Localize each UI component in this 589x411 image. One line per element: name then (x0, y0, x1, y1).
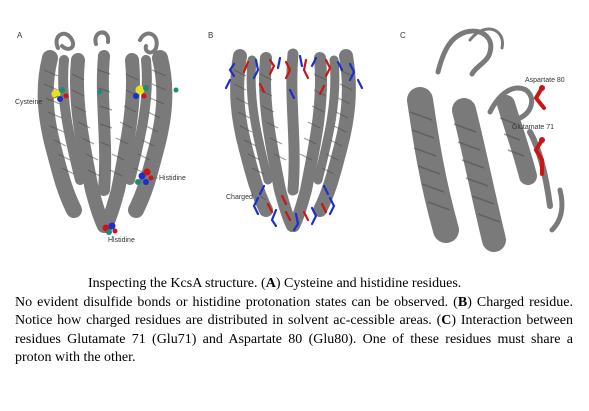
kcsa-glu71-asp80-closeup: Aspartate 80 Glutamate 71 (407, 27, 565, 252)
caption-first-line: Inspecting the KcsA structure. (A) Cyste… (88, 276, 462, 291)
histidine-label-bottom: Histidine (108, 237, 135, 244)
histidine-label-mid: Histidine (159, 175, 186, 182)
charged-residues-top (224, 54, 364, 100)
cysteine-residues (51, 85, 179, 102)
glutamate-71-residue (533, 137, 545, 176)
kcsa-charged-residues-structure: Charged (224, 48, 364, 232)
caption-label-a: A (265, 276, 276, 291)
charged-label: Charged (226, 194, 253, 201)
caption-label-c: C (441, 313, 452, 329)
panel-c-letter: C (400, 31, 406, 40)
aspartate-80-label: Aspartate 80 (525, 77, 565, 84)
figure-panel-c: C Aspartate 80 (390, 0, 589, 262)
charged-residues-bottom (252, 184, 336, 232)
figure-caption: Inspecting the KcsA structure. (A) Cyste… (15, 275, 573, 368)
histidine-residues (102, 168, 154, 235)
figure-panel-b: B (200, 0, 400, 262)
glutamate-71-label: Glutamate 71 (512, 124, 554, 131)
figure-panel-a: A (0, 0, 200, 262)
caption-body: No evident disulfide bonds or histidine … (15, 294, 573, 366)
panel-a-letter: A (17, 31, 23, 40)
caption-label-b: B (457, 294, 468, 310)
aspartate-80-residue (533, 85, 546, 110)
kcsa-cysteine-histidine-structure: Cysteine Histidine Histidine (15, 30, 186, 244)
panel-b-letter: B (208, 31, 214, 40)
cysteine-label: Cysteine (15, 99, 42, 106)
